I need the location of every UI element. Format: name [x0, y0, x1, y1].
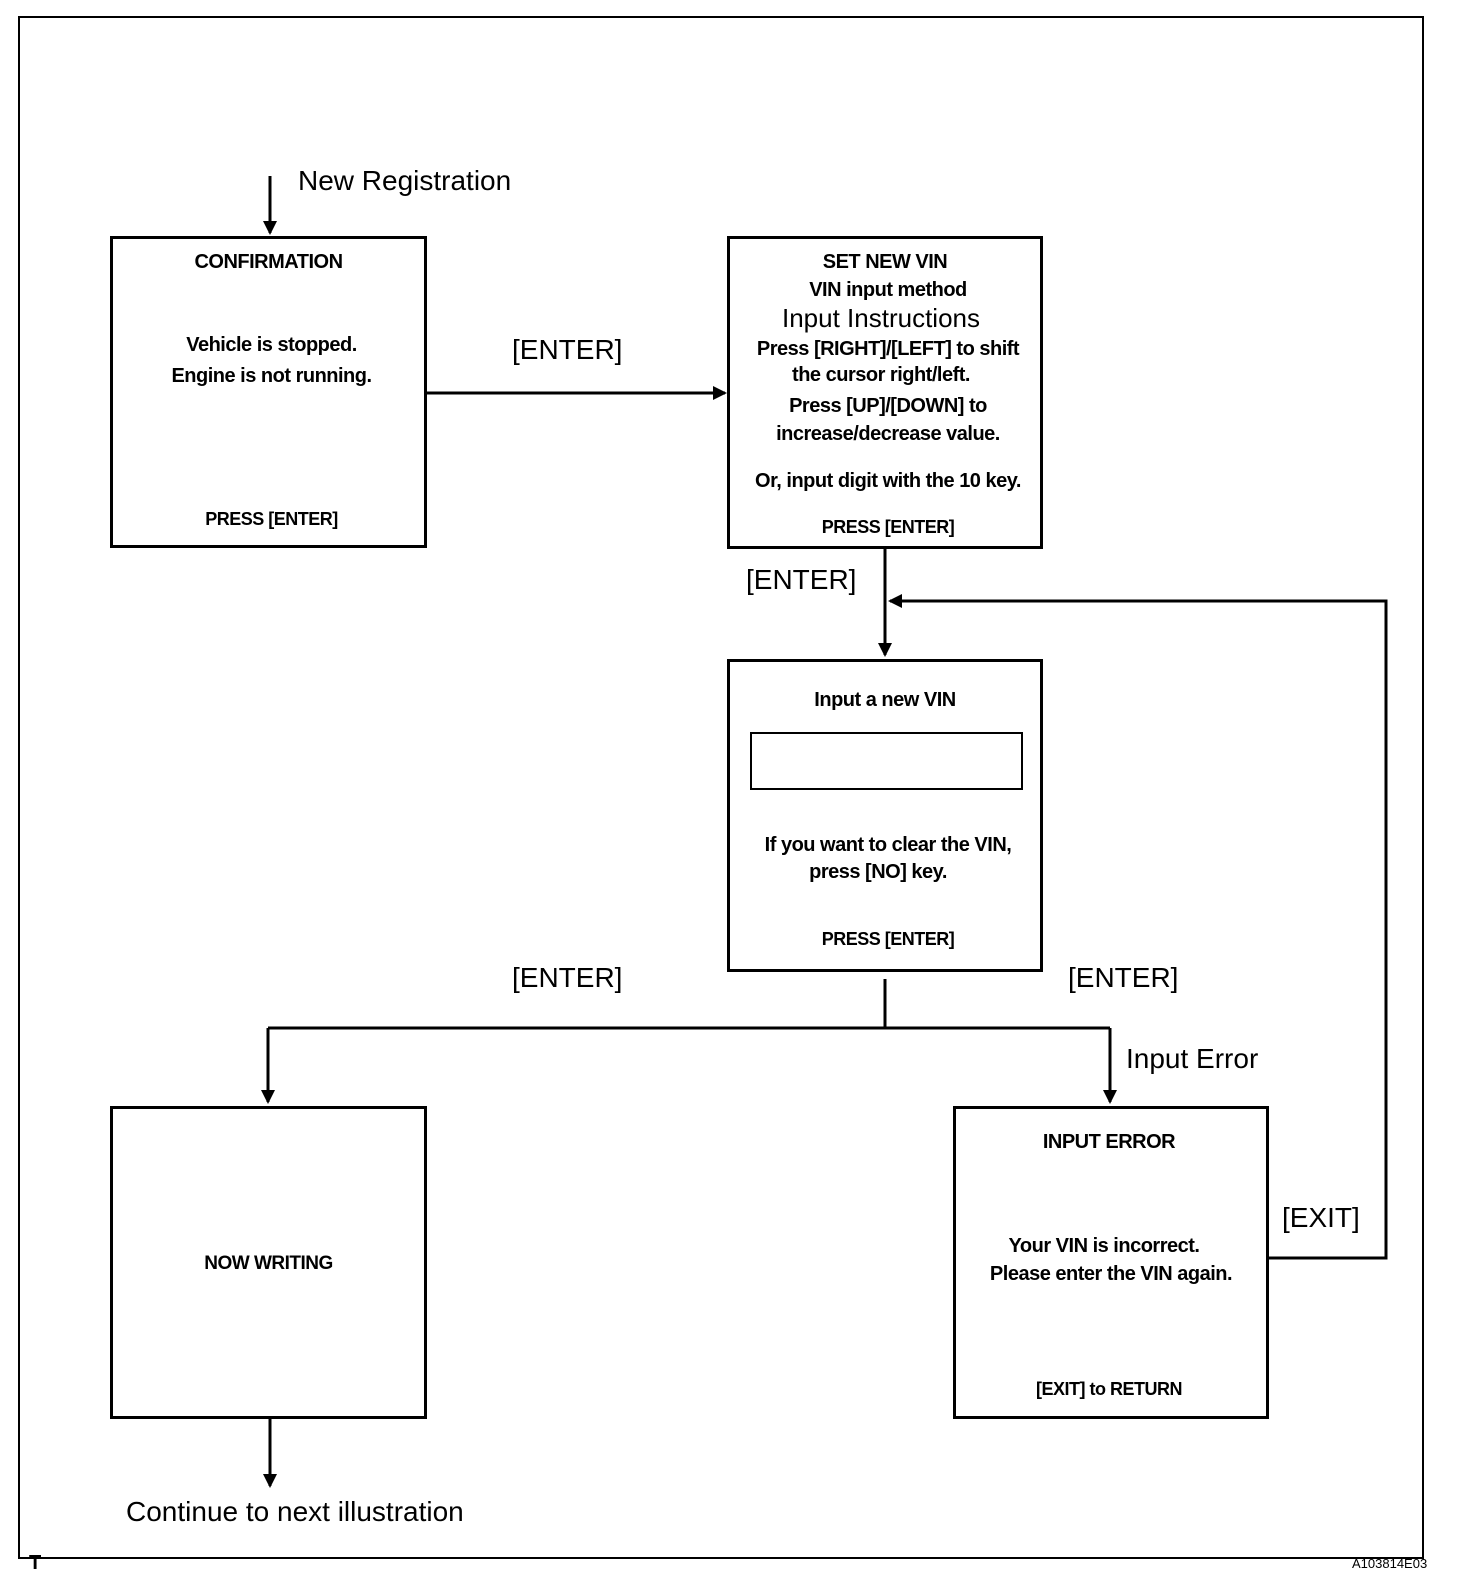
- input-vin-title: Input a new VIN: [814, 689, 956, 711]
- input-vin-box: Input a new VIN If you want to clear the…: [727, 659, 1043, 972]
- label-enter-input-error: [ENTER]: [1068, 962, 1179, 993]
- set-vin-title: SET NEW VIN: [822, 251, 948, 273]
- input-error-line2: Please enter the VIN again.: [989, 1263, 1233, 1285]
- set-vin-subtitle: VIN input method: [809, 279, 967, 301]
- now-writing-box: NOW WRITING: [110, 1106, 427, 1419]
- input-error-box: INPUT ERROR Your VIN is incorrect. Pleas…: [953, 1106, 1269, 1419]
- diagram-frame: [18, 16, 1424, 1559]
- arrow-exit-return: [888, 594, 1388, 1260]
- set-vin-line3: Press [UP]/[DOWN] to: [789, 395, 987, 417]
- confirmation-footer: PRESS [ENTER]: [205, 509, 338, 529]
- set-vin-line1: Press [RIGHT]/[LEFT] to shift: [756, 338, 1020, 360]
- set-vin-line4: increase/decrease value.: [776, 423, 1000, 445]
- confirmation-box: CONFIRMATION Vehicle is stopped. Engine …: [110, 236, 427, 548]
- input-vin-line2: press [NO] key.: [809, 861, 947, 883]
- label-enter-set-vin: [ENTER]: [746, 564, 857, 595]
- label-continue: Continue to next illustration: [126, 1496, 464, 1527]
- set-new-vin-box: SET NEW VIN VIN input method Input Instr…: [727, 236, 1043, 549]
- label-enter-confirmation: [ENTER]: [512, 334, 623, 365]
- input-error-title: INPUT ERROR: [1042, 1131, 1176, 1153]
- set-vin-line2: the cursor right/left.: [792, 364, 970, 386]
- confirmation-line1: Vehicle is stopped.: [186, 334, 357, 356]
- input-error-line1: Your VIN is incorrect.: [1008, 1235, 1200, 1257]
- footer-letter: T: [29, 1552, 42, 1574]
- set-vin-instructions-heading: Input Instructions: [782, 303, 980, 333]
- confirmation-line2: Engine is not running.: [171, 365, 372, 387]
- footer-code: A103814E03: [1352, 1556, 1428, 1571]
- set-vin-footer: PRESS [ENTER]: [821, 517, 955, 537]
- set-vin-line5: Or, input digit with the 10 key.: [755, 470, 1021, 492]
- vin-input-field[interactable]: [750, 732, 1023, 790]
- label-enter-now-writing: [ENTER]: [512, 962, 623, 993]
- confirmation-title: CONFIRMATION: [194, 251, 343, 273]
- label-input-error: Input Error: [1126, 1043, 1259, 1074]
- now-writing-title: NOW WRITING: [204, 1253, 333, 1274]
- input-error-footer: [EXIT] to RETURN: [1036, 1379, 1182, 1399]
- label-new-registration: New Registration: [298, 165, 512, 196]
- input-vin-footer: PRESS [ENTER]: [821, 929, 955, 949]
- label-exit: [EXIT]: [1282, 1202, 1360, 1233]
- input-vin-line1: If you want to clear the VIN,: [764, 834, 1012, 856]
